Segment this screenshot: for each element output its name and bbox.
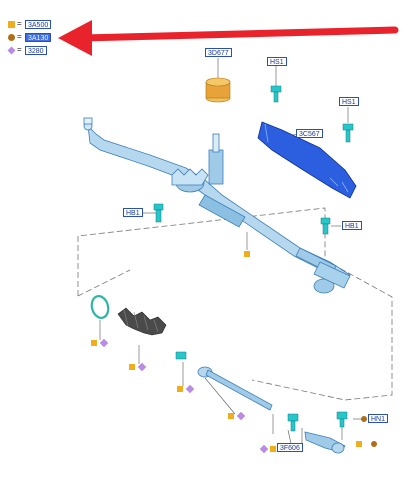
legend-label-square: 3A500	[25, 20, 52, 29]
callout-heat-shield: 3C567	[296, 129, 323, 138]
outer-tie-rod-end	[304, 431, 346, 454]
circle-icon	[8, 34, 15, 41]
o-ring	[90, 295, 110, 319]
heat-shield	[257, 121, 357, 199]
fasteners	[153, 85, 354, 432]
square-icon	[8, 21, 15, 28]
callout-hs-top: HS1	[267, 57, 287, 66]
assembly-boundary	[77, 207, 393, 401]
pointer-arrow	[58, 20, 399, 56]
steering-rack	[83, 117, 351, 294]
inner-tie-rod	[197, 366, 273, 411]
legend-label-diamond: 3280	[25, 46, 47, 55]
callout-mount-bushing: 3D677	[205, 48, 232, 57]
part-markers	[91, 251, 377, 454]
callout-tie-rod: 3F606	[277, 443, 303, 452]
mount-bushing	[205, 77, 231, 103]
bellows-boot	[117, 307, 167, 336]
callout-hs-right: HS1	[339, 97, 359, 106]
legend-label-circle: 3A130	[25, 33, 52, 42]
callout-hb-left: HB1	[123, 208, 143, 217]
callout-hn: HN1	[368, 414, 389, 423]
callout-hb-right: HB1	[342, 221, 362, 230]
